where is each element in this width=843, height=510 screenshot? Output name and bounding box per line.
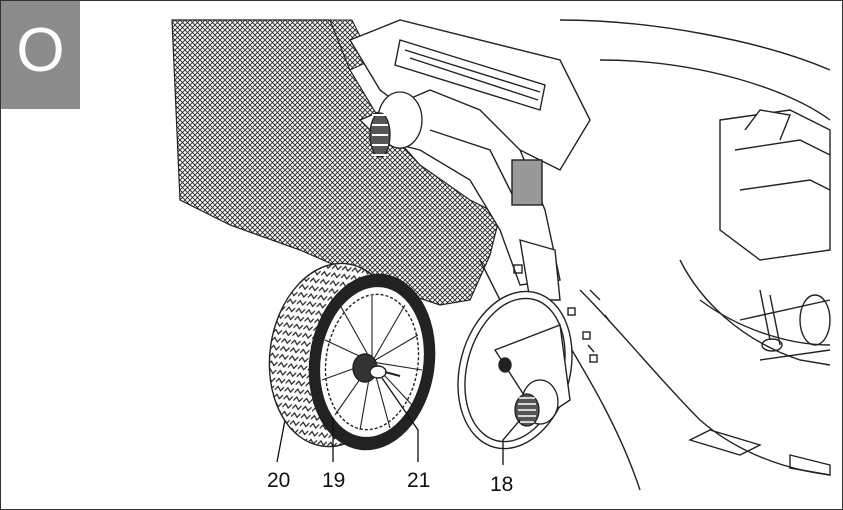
figure-label: O	[16, 16, 65, 85]
callout-21: 21	[407, 469, 431, 492]
wheel-assembly	[268, 262, 436, 451]
callout-leaders	[276, 377, 521, 465]
wheel-mount-plate	[457, 290, 573, 450]
callout-20: 20	[267, 469, 291, 492]
wheel-hub-18	[514, 379, 559, 427]
figure-badge: O	[1, 1, 80, 109]
callout-19: 19	[322, 469, 346, 492]
height-adjust-knob	[369, 91, 423, 158]
mower-deck	[479, 19, 831, 491]
callout-18: 18	[490, 473, 514, 496]
